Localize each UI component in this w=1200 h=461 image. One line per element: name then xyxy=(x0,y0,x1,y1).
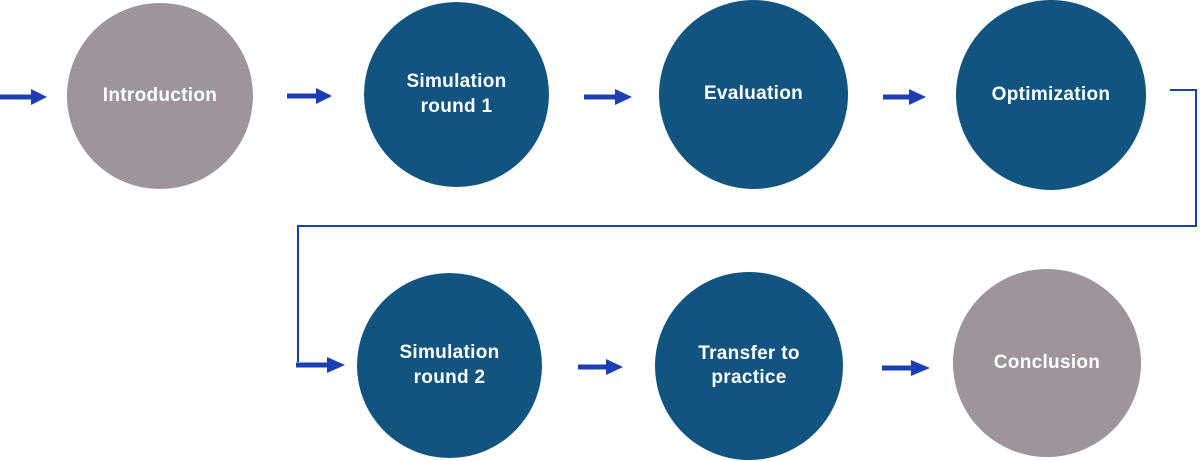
arrow-simulation-round-1-to-evaluation xyxy=(584,89,632,105)
flow-node-transfer-to-practice: Transfer to practice xyxy=(655,272,843,460)
arrow-optimization-to-simulation-round-2 xyxy=(296,357,345,373)
node-label-introduction: Introduction xyxy=(102,84,218,106)
node-label-simulation-round-1: Simulation round 1 xyxy=(406,71,507,117)
flow-node-conclusion: Conclusion xyxy=(953,269,1141,457)
flow-node-optimization: Optimization xyxy=(956,0,1146,190)
flow-node-introduction: Introduction xyxy=(67,3,253,189)
arrow-evaluation-to-optimization xyxy=(883,89,926,105)
arrow-transfer-to-conclusion xyxy=(882,360,930,376)
arrow-start-to-introduction xyxy=(0,89,47,105)
node-label-conclusion: Conclusion xyxy=(993,351,1101,373)
arrow-simulation-round-2-to-transfer xyxy=(578,359,623,375)
node-label-optimization: Optimization xyxy=(991,83,1111,105)
node-label-transfer-to-practice: Transfer to practice xyxy=(698,342,800,388)
flow-node-evaluation: Evaluation xyxy=(659,0,848,189)
node-label-evaluation: Evaluation xyxy=(703,83,804,105)
arrow-introduction-to-simulation-round-1 xyxy=(287,88,332,104)
flow-node-simulation-round-2: Simulation round 2 xyxy=(357,273,542,458)
node-label-simulation-round-2: Simulation round 2 xyxy=(399,342,500,388)
flow-node-simulation-round-1: Simulation round 1 xyxy=(364,2,549,187)
